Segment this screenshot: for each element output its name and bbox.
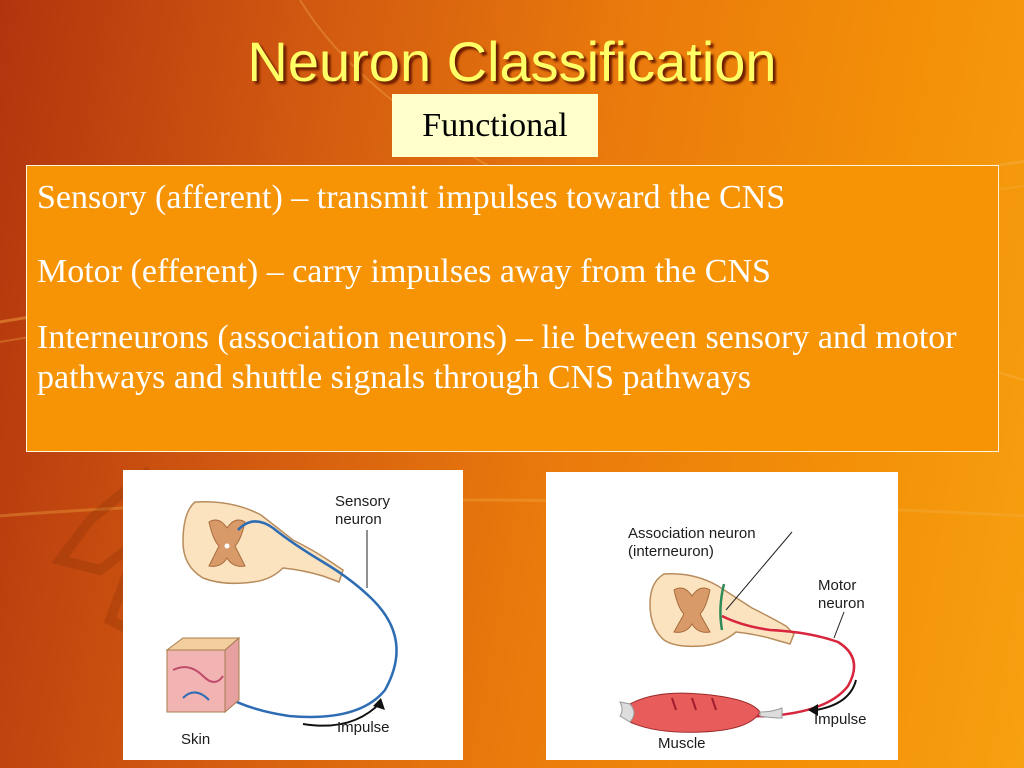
skin-block-illustration [165,636,241,714]
impulse-arrow [302,701,382,727]
label-motor-line1: Motor [818,577,856,594]
sensory-neuron-path [224,520,398,719]
definitions-box: Sensory (afferent) – transmit impulses t… [26,165,999,452]
spinal-cord-illustration [182,501,344,585]
label-impulse-left: Impulse [337,719,390,736]
bullet-sensory: Sensory (afferent) – transmit impulses t… [37,179,786,216]
label-skin: Skin [181,731,210,748]
bullet-interneurons: Interneurons (association neurons) – lie… [37,319,957,396]
motor-neuron-figure: Association neuron (interneuron) Motor n… [546,472,898,760]
label-muscle: Muscle [658,735,706,752]
sensory-neuron-figure: Sensory neuron Skin Impulse [123,470,463,760]
impulse-arrowhead [373,698,385,710]
label-sensory-line1: Sensory [335,493,391,510]
impulse-arrow-right [815,679,857,711]
subtitle-label: Functional [392,94,598,157]
label-sensory-line2: neuron [335,511,382,528]
label-assoc-line1: Association neuron [628,525,756,542]
label-impulse-right: Impulse [814,711,867,728]
impulse-arrowhead-right [808,704,818,716]
label-assoc-line2: (interneuron) [628,543,714,560]
bullet-motor: Motor (efferent) – carry impulses away f… [37,253,771,290]
interneuron-path [719,583,726,631]
slide-title: Neuron Classification [247,30,777,93]
label-motor-line2: neuron [818,595,865,612]
spinal-cord-illustration-right [649,573,795,648]
muscle-illustration [619,692,783,733]
